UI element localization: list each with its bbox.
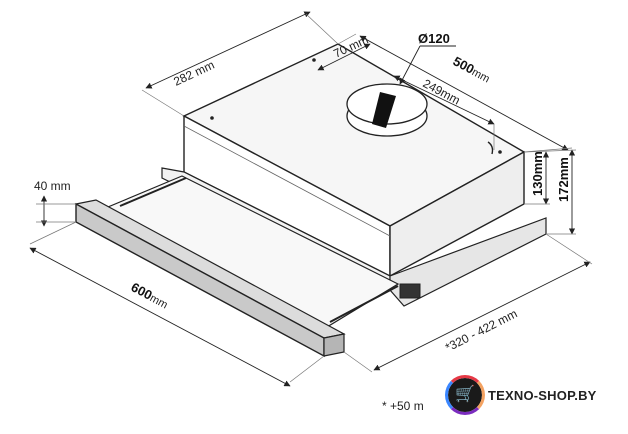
ext-line <box>141 89 185 117</box>
ext-line <box>545 233 593 265</box>
dim-height-total-label: 172mm <box>556 157 571 202</box>
dim-depth-label: 282 mm <box>171 58 216 89</box>
dim-width-front-unit: mm <box>148 292 170 311</box>
ext-line <box>523 149 577 153</box>
dim-line-width-top <box>359 35 569 151</box>
cart-icon: 🛒 <box>455 386 475 403</box>
brand-name: TEXNO-SHOP.BY <box>488 387 597 403</box>
ext-line <box>343 351 373 373</box>
footnote: * +50 m <box>382 399 424 413</box>
screw-hole <box>498 150 502 154</box>
tray-rail-left <box>119 177 187 207</box>
dim-width-front-label: 600mm <box>129 279 171 311</box>
ext-line <box>523 147 573 153</box>
dim-diameter-label: Ø120 <box>418 31 450 46</box>
front-panel-end <box>323 333 345 357</box>
ext-line <box>337 33 357 45</box>
dim-width-top-label: 500mm <box>451 53 493 85</box>
front-edge-detail <box>183 125 391 237</box>
leader-diameter <box>399 45 421 85</box>
ext-line <box>29 221 77 245</box>
dim-line-depth <box>145 11 311 89</box>
logo-badge: 🛒 <box>445 375 485 415</box>
dim-mount-range-label: *320 - 422 mm <box>443 306 519 354</box>
dim-height-body-label: 130mm <box>530 151 545 196</box>
dim-width-top-unit: mm <box>470 66 492 85</box>
base-vent-slot <box>399 283 421 299</box>
screw-hole <box>312 58 316 62</box>
dim-line-width-front <box>29 247 291 387</box>
dim-line-mount-range <box>373 261 591 371</box>
ext-line <box>305 13 339 45</box>
brand-logo: 🛒 TEXNO-SHOP.BY <box>445 375 597 415</box>
ext-line <box>289 355 325 383</box>
dim-panel-label: 40 mm <box>34 179 71 193</box>
screw-hole <box>210 116 214 120</box>
